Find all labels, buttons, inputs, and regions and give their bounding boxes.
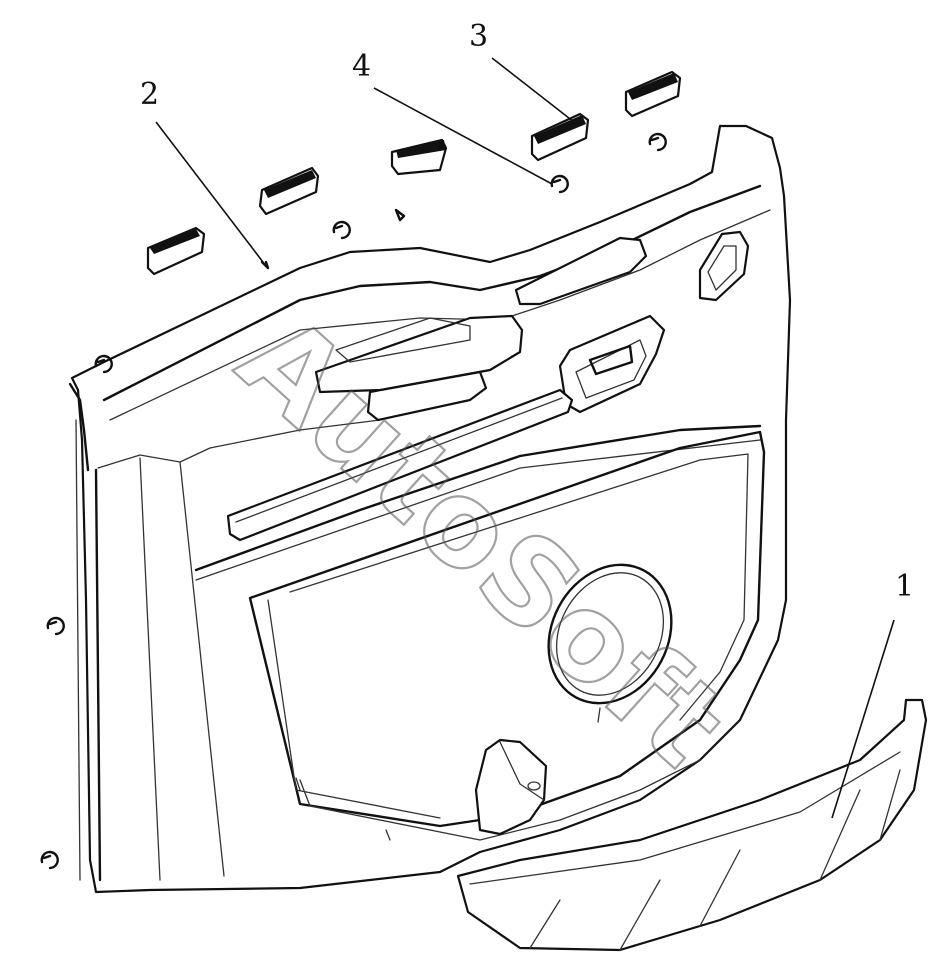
leader-line-3 — [491, 57, 575, 123]
fastener-clip — [332, 220, 351, 240]
callout-3: 3 — [469, 19, 488, 54]
trim-clip-part-3 — [530, 112, 590, 162]
fastener-clip — [648, 132, 667, 152]
trim-clip — [146, 226, 206, 276]
trim-clip — [258, 166, 320, 216]
fastener-clip — [40, 850, 59, 870]
callout-4: 4 — [352, 49, 371, 84]
fastener-clip — [94, 354, 113, 374]
small-pin — [394, 208, 406, 222]
trim-clip — [390, 138, 448, 176]
trim-clip-group — [146, 70, 682, 276]
leader-lines — [155, 57, 895, 819]
leader-line-4 — [373, 87, 553, 185]
callout-1: 1 — [895, 569, 914, 604]
trim-clip — [624, 70, 682, 118]
callout-2: 2 — [140, 77, 159, 112]
leader-line-1 — [831, 619, 895, 819]
leader-line-2 — [155, 121, 267, 267]
door-trim-panel — [68, 124, 792, 894]
fastener-clip-group — [40, 132, 667, 870]
fastener-clip — [46, 616, 65, 636]
fastener-clip-part-4 — [550, 174, 569, 194]
lower-trim-part-1 — [456, 698, 928, 952]
